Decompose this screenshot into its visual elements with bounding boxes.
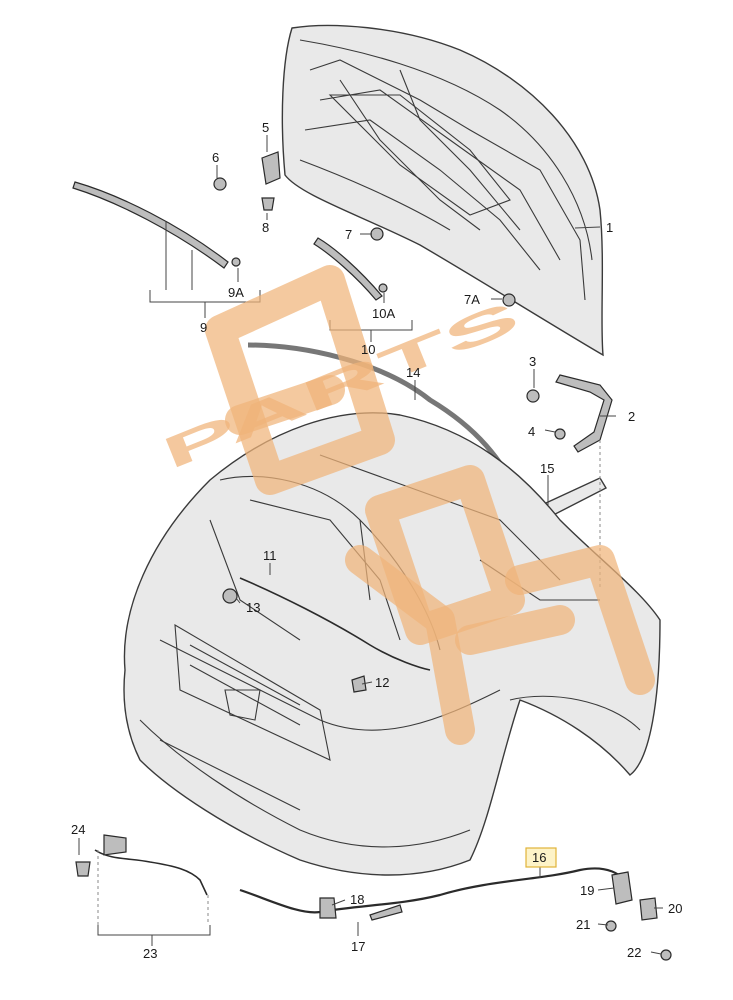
hood-hinge [526, 374, 613, 453]
callout-17: 17 [351, 939, 365, 954]
callout-11: 11 [263, 548, 277, 563]
callout-1: 1 [606, 220, 613, 235]
callout-10A: 10A [372, 306, 395, 321]
callout-8: 8 [262, 220, 269, 235]
callout-23: 23 [143, 946, 157, 961]
callout-6: 6 [212, 150, 219, 165]
hood-lock-bracket [213, 151, 516, 307]
wire-harness-23 [94, 849, 208, 896]
callout-20: 20 [668, 901, 682, 916]
callout-19: 19 [580, 883, 594, 898]
callout-9: 9 [200, 320, 207, 335]
callout-4: 4 [528, 424, 535, 439]
lock-bottom-parts [75, 834, 672, 961]
seal-strip-left [72, 181, 229, 269]
callout-18: 18 [350, 892, 364, 907]
front-body [123, 412, 661, 876]
callout-2: 2 [628, 409, 635, 424]
hood-panel [281, 24, 604, 357]
release-cable-upper [239, 577, 431, 671]
callout-9A: 9A [228, 285, 244, 300]
callout-15: 15 [540, 461, 554, 476]
callout-labels: 1 2 3 4 5 6 7 7A 8 9 9A 10 10A 11 12 13 … [71, 120, 682, 961]
callout-7A: 7A [464, 292, 480, 307]
callout-10: 10 [361, 342, 375, 357]
callout-16-highlight [525, 847, 557, 868]
release-cable-lower [239, 867, 626, 914]
grommet-13 [222, 588, 238, 604]
callout-21: 21 [576, 917, 590, 932]
clip-12 [351, 675, 367, 693]
callout-12: 12 [375, 675, 389, 690]
callout-7: 7 [345, 227, 352, 242]
callout-3: 3 [529, 354, 536, 369]
seal-strip-right [313, 237, 383, 301]
callout-5: 5 [262, 120, 269, 135]
callout-14: 14 [406, 365, 420, 380]
callout-24: 24 [71, 822, 85, 837]
callout-16: 16 [532, 850, 546, 865]
callout-22: 22 [627, 945, 641, 960]
leader-lines [78, 135, 663, 955]
callout-13: 13 [246, 600, 260, 615]
